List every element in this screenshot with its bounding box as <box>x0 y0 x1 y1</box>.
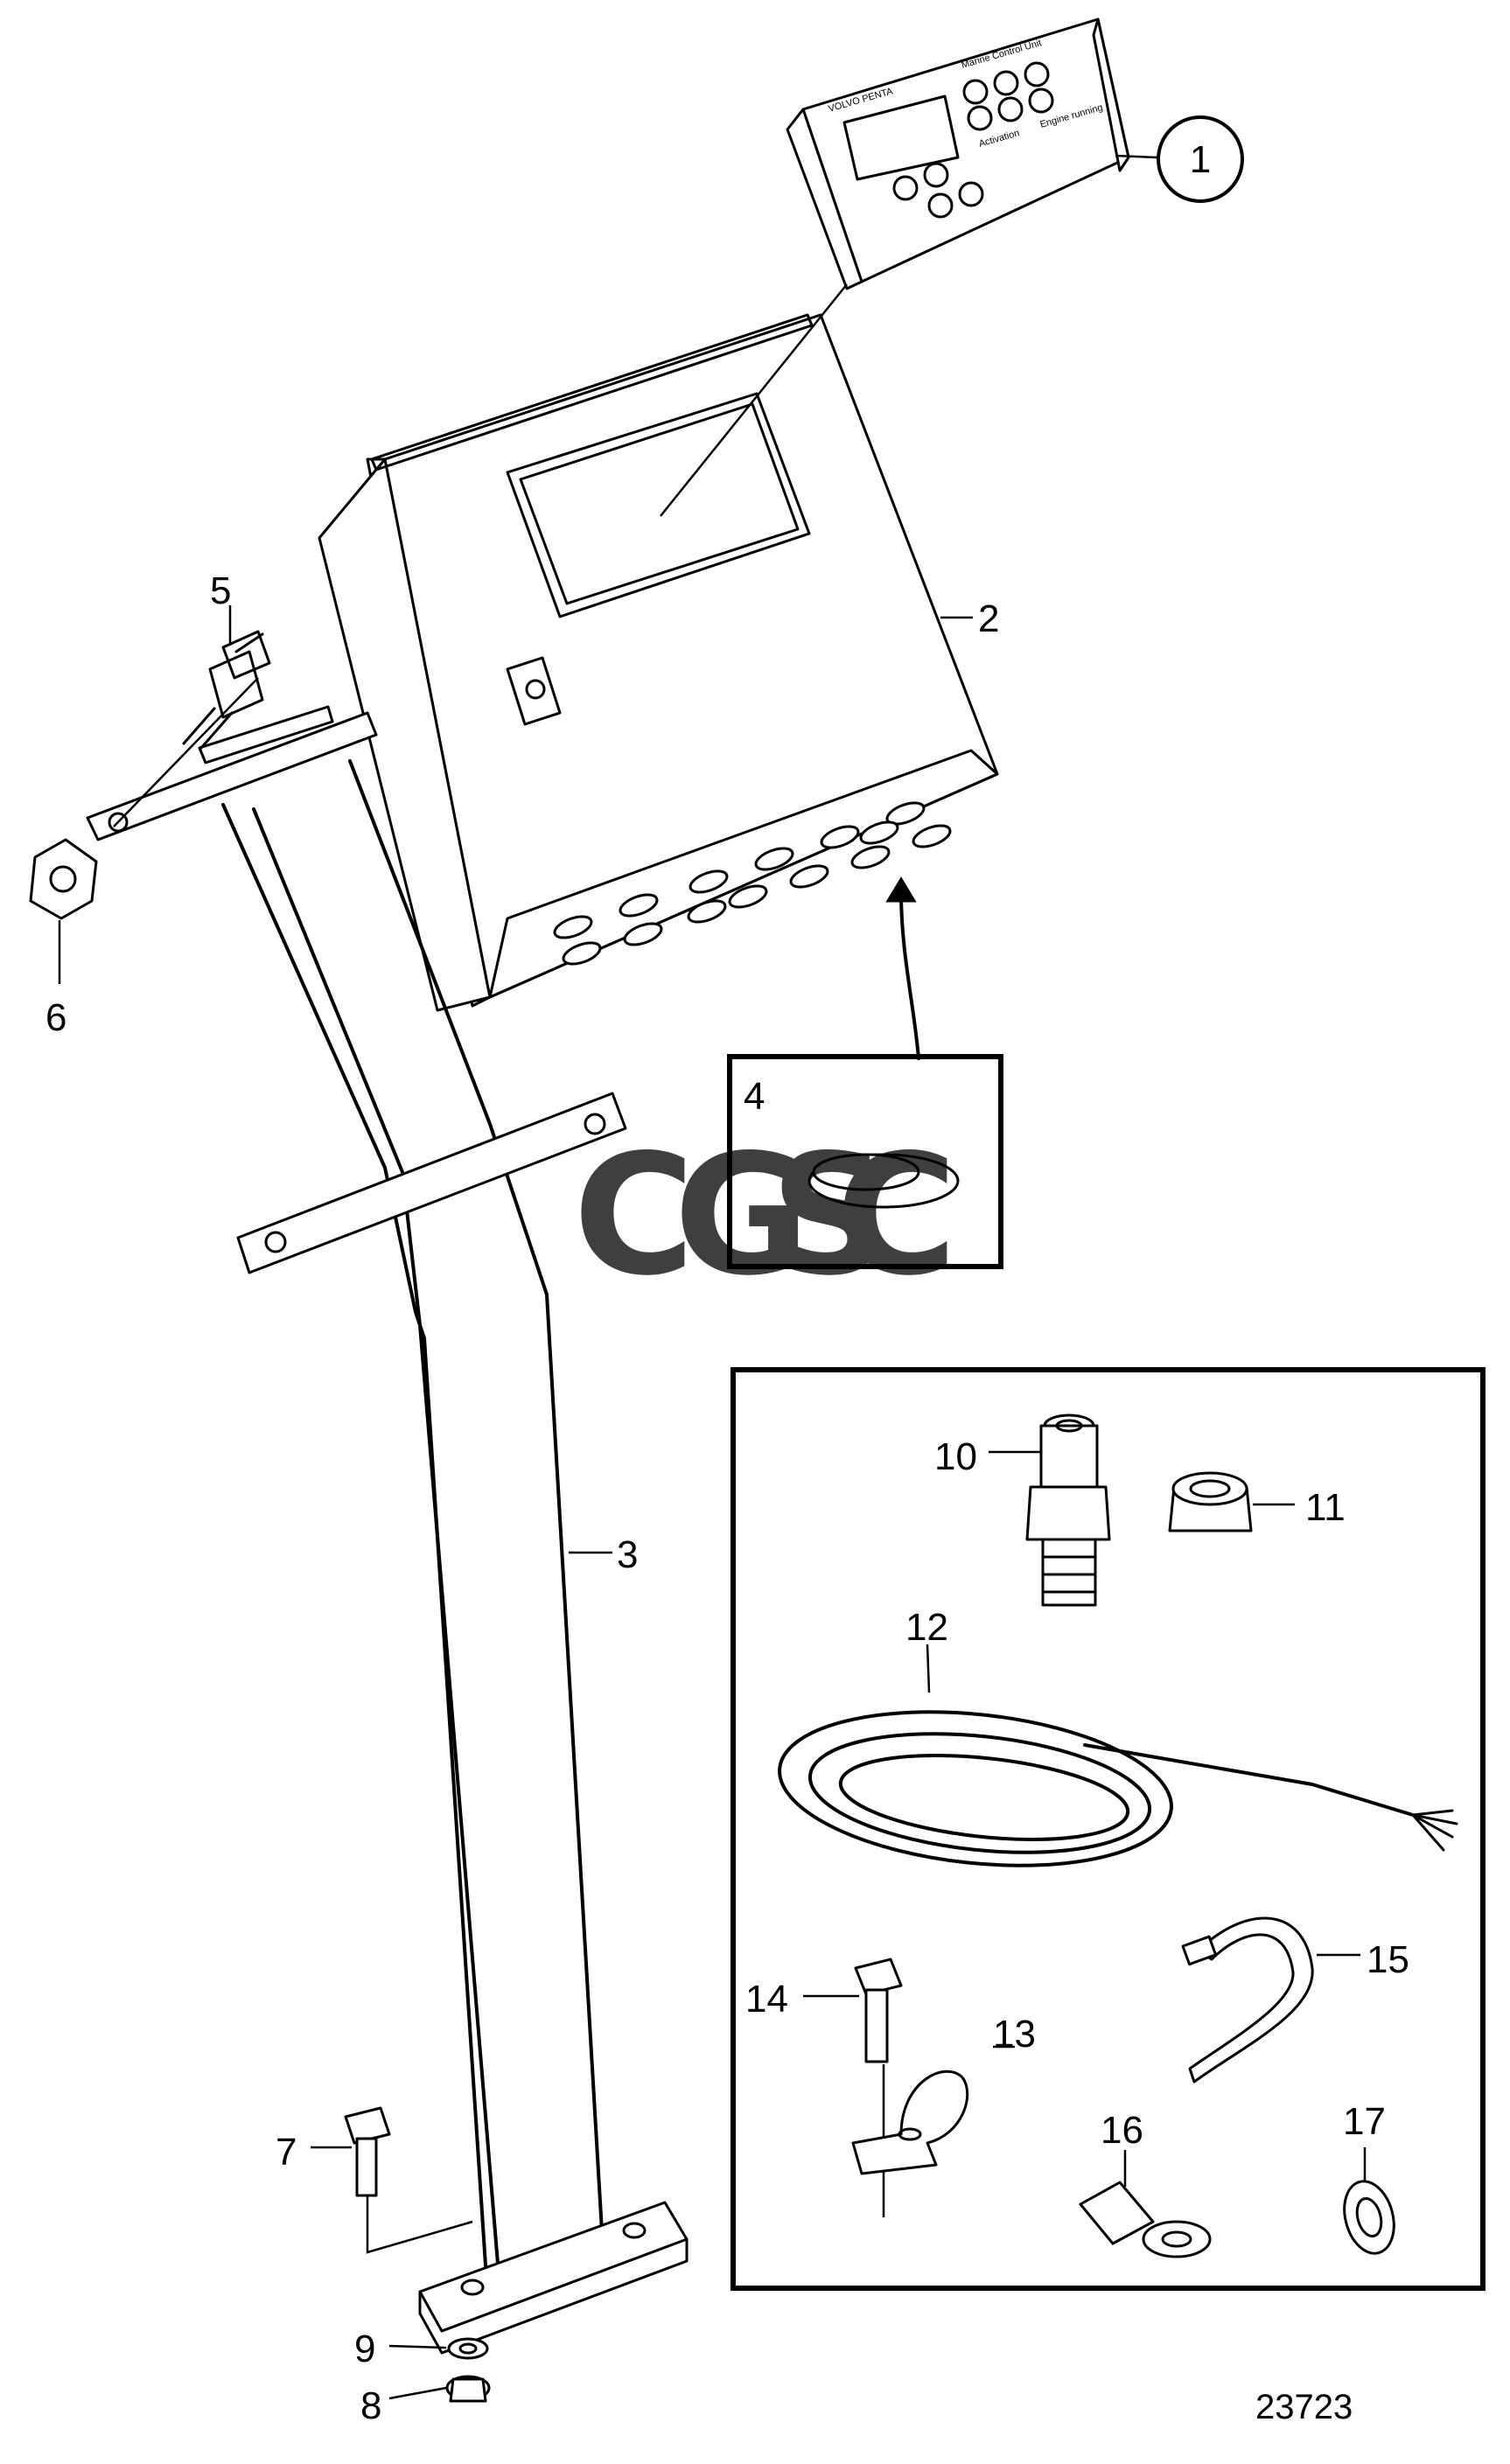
marine-control-unit: VOLVO PENTA Marine Control Unit Activati… <box>786 17 1130 290</box>
cable-tie <box>1181 1916 1314 2084</box>
inset-grommet-box <box>727 1054 1003 1269</box>
watermark: C G S C <box>573 1119 957 1312</box>
detail-arrow-shaft <box>899 890 920 1060</box>
callout-3: 3 <box>617 1533 638 1576</box>
callout-11: 11 <box>1305 1486 1346 1529</box>
gland-nut <box>1168 1471 1253 1532</box>
callout-7: 7 <box>276 2131 297 2174</box>
leader-lines <box>58 154 1367 2400</box>
watermark-letter-1: C <box>573 1119 695 1312</box>
callouts: 1 2 3 4 5 6 7 8 9 10 11 12 13 14 15 16 1… <box>45 138 1409 2427</box>
cable-clamp <box>851 2070 969 2175</box>
callout-5: 5 <box>210 569 231 612</box>
ring-terminal <box>1079 2181 1212 2258</box>
lock-washer <box>447 2337 489 2360</box>
callout-4: 4 <box>744 1075 765 1118</box>
mounting-bolt-14 <box>854 1958 903 2063</box>
callout-16: 16 <box>1101 2109 1143 2152</box>
watermark-letter-2: G <box>674 1119 810 1312</box>
enclosure-cabinet <box>318 313 999 1012</box>
callout-8: 8 <box>360 2384 381 2427</box>
flange-nut <box>445 2375 491 2403</box>
callout-1: 1 <box>1190 138 1211 181</box>
callout-10: 10 <box>934 1435 977 1478</box>
callout-14: 14 <box>745 1978 788 2021</box>
cable-gland <box>1025 1413 1111 1607</box>
callout-2: 2 <box>978 597 999 640</box>
watermark-letter-4: C <box>835 1119 957 1312</box>
grommet <box>807 1153 960 1209</box>
hex-nut <box>29 838 98 920</box>
figure-number: 23723 <box>1255 2388 1353 2426</box>
cable-entry-holes <box>553 801 952 966</box>
callout-9: 9 <box>354 2328 375 2370</box>
callout-15: 15 <box>1367 1938 1409 1981</box>
detail-arrow-head <box>885 876 917 903</box>
flange-bolt <box>344 2106 391 2197</box>
callout-13: 13 <box>993 2013 1036 2056</box>
callout-1-circle <box>1157 115 1244 203</box>
cable-coil <box>778 1710 1458 1867</box>
serrated-washer <box>1343 2180 1395 2255</box>
control-unit-buttons <box>892 61 1054 219</box>
callout-6: 6 <box>45 996 66 1039</box>
stud-bolt <box>182 630 271 750</box>
watermark-letter-3: S <box>770 1119 890 1312</box>
callout-12: 12 <box>905 1606 948 1649</box>
mounting-stand <box>86 705 689 2355</box>
callout-17: 17 <box>1343 2100 1386 2143</box>
inset-accessory-box <box>731 1367 1486 2291</box>
